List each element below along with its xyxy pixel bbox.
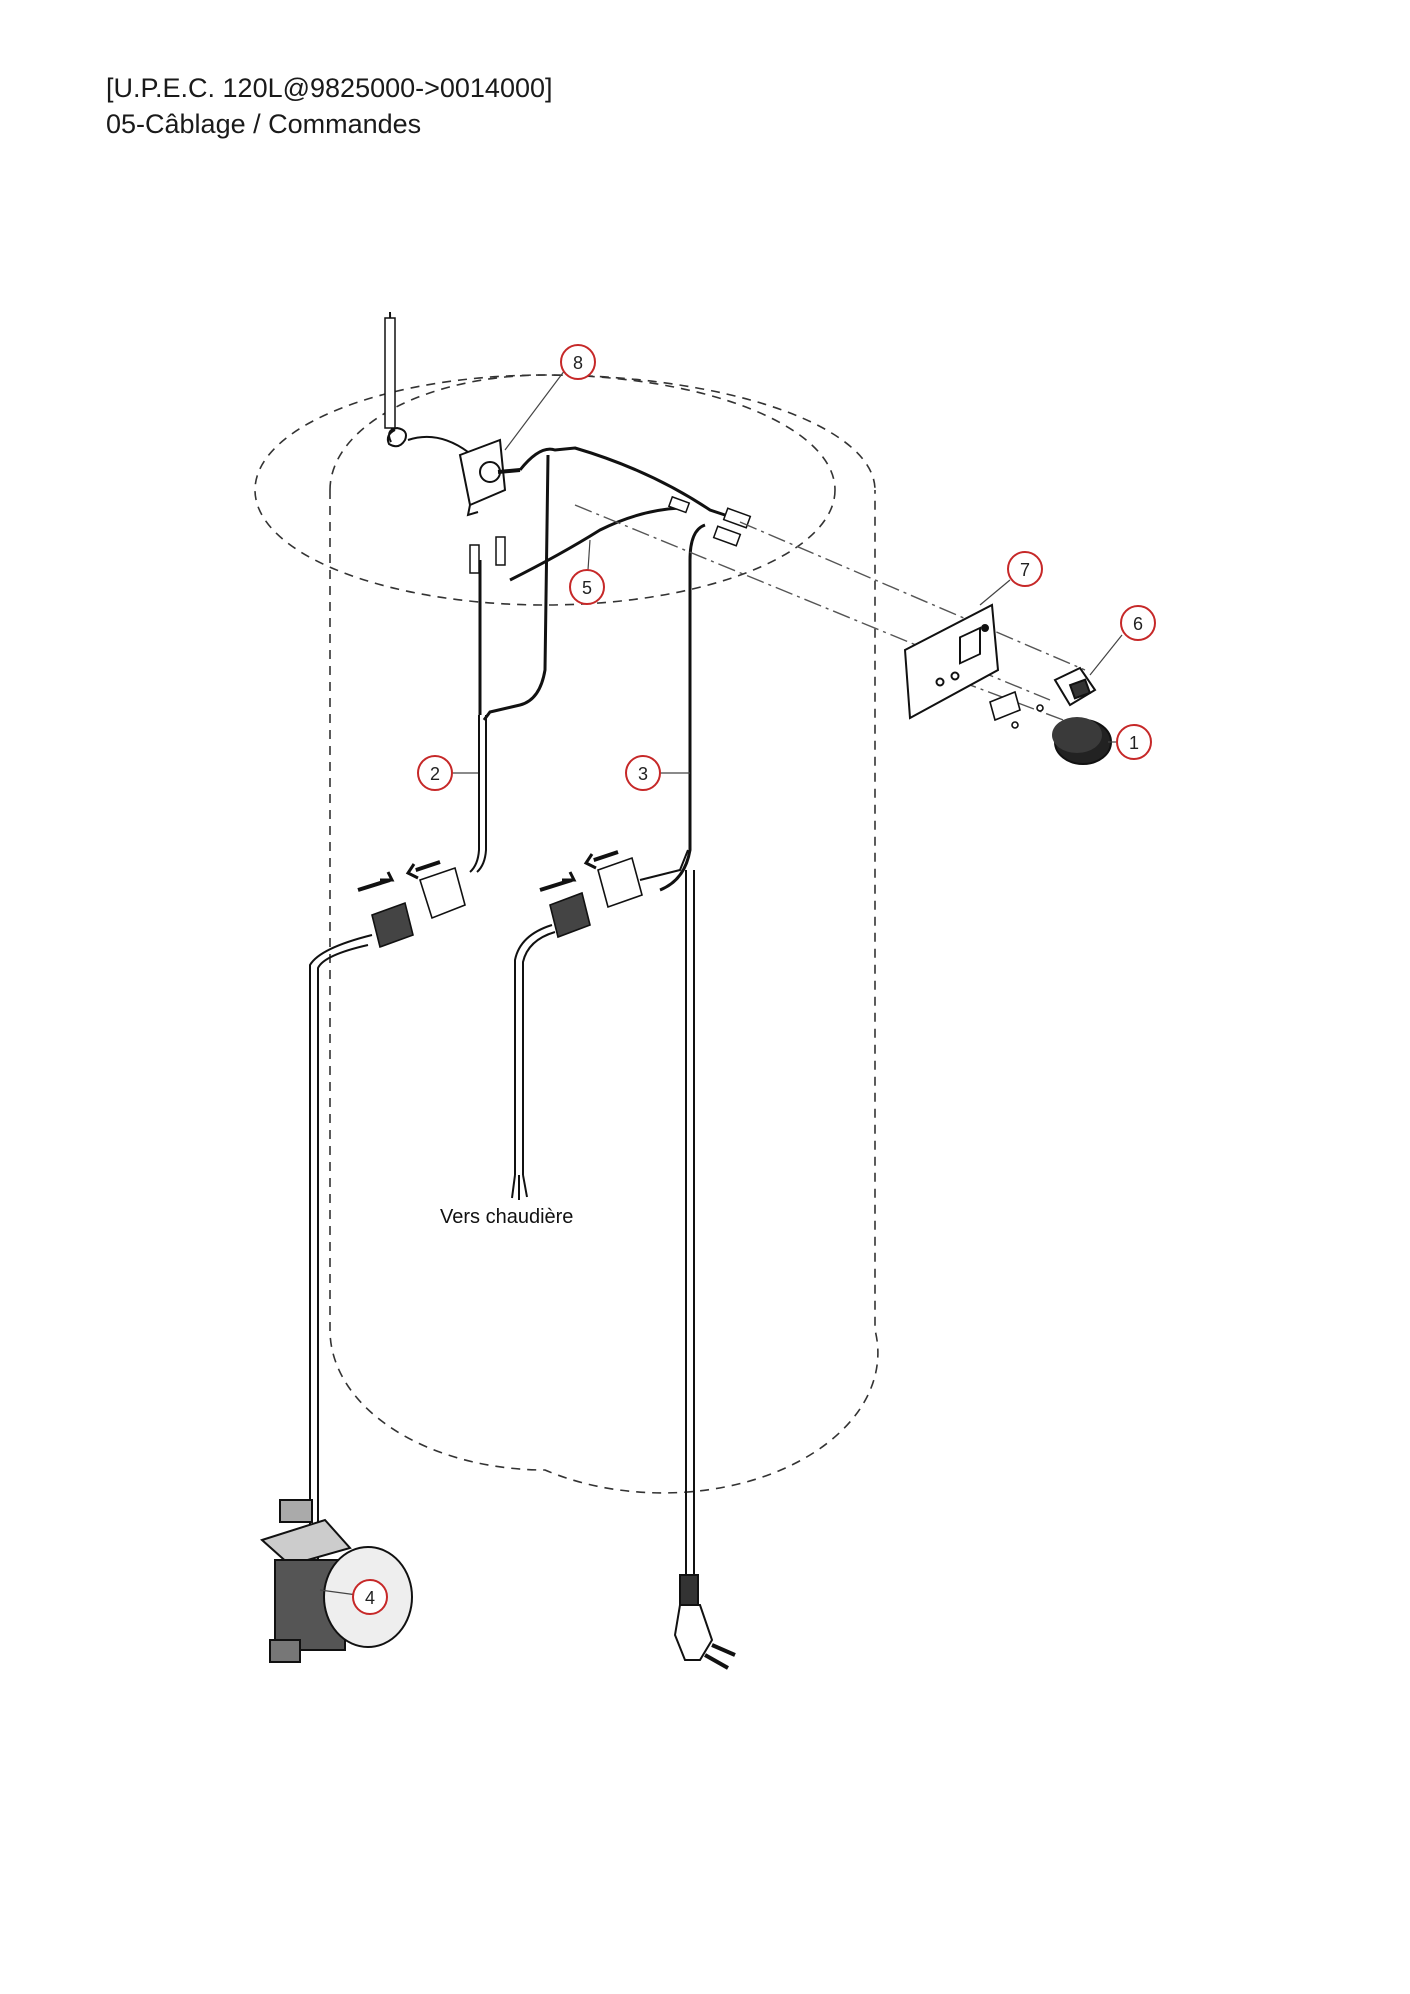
callout-7: 7 (1007, 551, 1043, 587)
control-panel-plate (903, 603, 1000, 720)
svg-text:2: 2 (430, 764, 440, 784)
cable-3 (639, 849, 689, 881)
section-title: 05-Câblage / Commandes (106, 109, 422, 139)
callout-3: 3 (625, 755, 661, 791)
callouts: 1 2 3 4 5 6 7 8 (352, 344, 1156, 1615)
wiring-harness (478, 446, 741, 892)
callout-5: 5 (569, 569, 605, 605)
cable-2 (469, 715, 487, 873)
svg-text:7: 7 (1020, 560, 1030, 580)
panel-bracket (989, 690, 1044, 729)
thermostat-knob (1052, 717, 1112, 765)
callout-2: 2 (417, 755, 453, 791)
pump-cable (309, 934, 373, 1560)
svg-text:5: 5 (582, 578, 592, 598)
callout-8: 8 (560, 344, 596, 380)
tank-top-ellipse (254, 374, 836, 606)
svg-text:1: 1 (1129, 733, 1139, 753)
connector-pair-left (357, 860, 466, 949)
mains-cable (685, 870, 695, 1575)
callout-1: 1 (1116, 724, 1152, 760)
document-reference: [U.P.E.C. 120L@9825000->0014000] (106, 73, 553, 103)
callout-4: 4 (352, 1579, 388, 1615)
thermostat-capillary (384, 311, 469, 453)
callout-6: 6 (1120, 605, 1156, 641)
svg-text:4: 4 (365, 1588, 375, 1608)
connector-pair-right (539, 850, 643, 939)
svg-text:6: 6 (1133, 614, 1143, 634)
boiler-cable (511, 924, 556, 1200)
tank-top-arc (329, 374, 876, 491)
tank-outline (254, 374, 879, 1494)
rocker-switch (1053, 666, 1097, 707)
mains-plug (673, 1574, 736, 1670)
boiler-annotation: Vers chaudière (440, 1206, 573, 1228)
callout-leaders (319, 369, 1123, 1598)
page-header: [U.P.E.C. 120L@9825000->0014000] 05-Câbl… (106, 70, 553, 142)
svg-text:8: 8 (573, 353, 583, 373)
circulator-pump (260, 1499, 413, 1663)
thermostat (458, 438, 521, 517)
faston-connectors (469, 495, 752, 574)
tank-body (329, 490, 879, 1494)
svg-text:3: 3 (638, 764, 648, 784)
